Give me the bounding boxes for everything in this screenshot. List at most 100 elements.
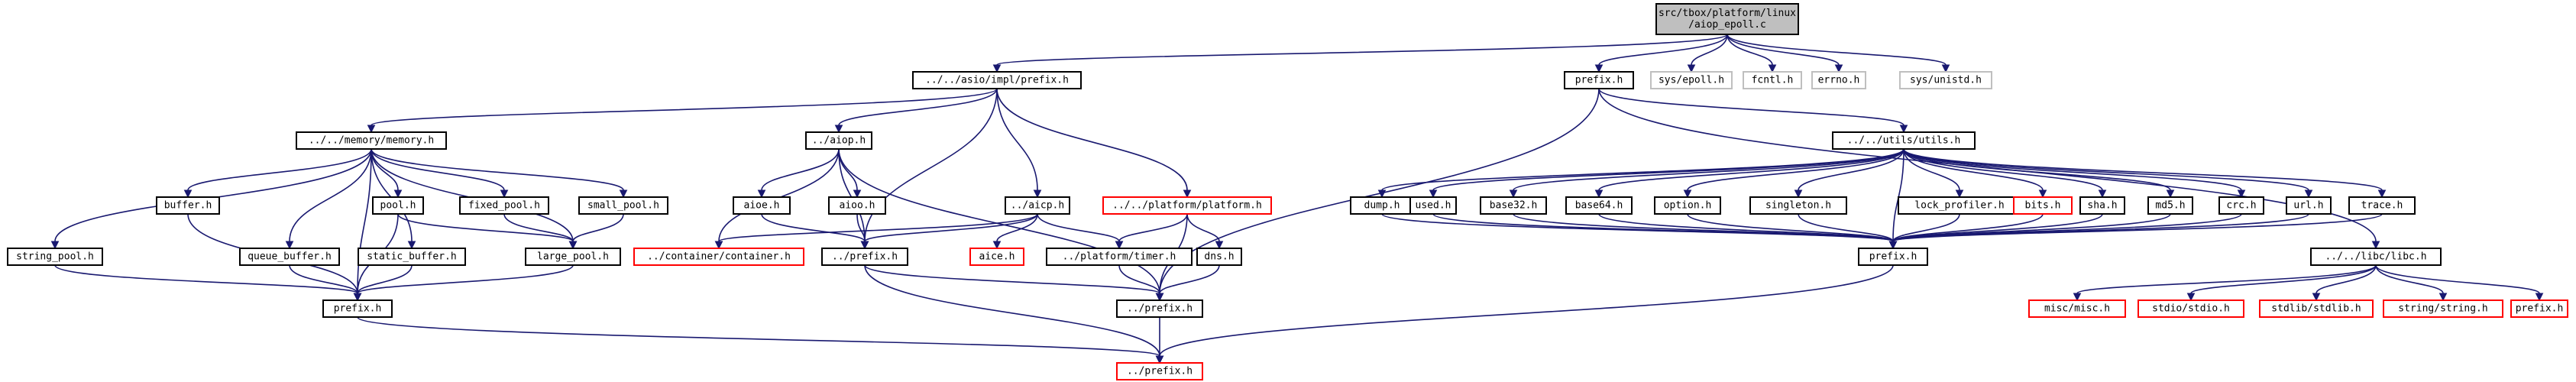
edge-line	[371, 148, 574, 242]
node-memory[interactable]: ../../memory/memory.h	[296, 131, 447, 150]
node-label: crc.h	[2226, 200, 2256, 212]
edge-line	[1892, 213, 2309, 242]
edge-arrowhead	[568, 241, 578, 250]
node-bits[interactable]: bits.h	[2013, 196, 2073, 215]
node-aioo[interactable]: aioo.h	[828, 196, 886, 215]
node-fcntl: fcntl.h	[1743, 71, 1802, 89]
edge-arrowhead	[285, 241, 294, 250]
edge-small_pool-to-large_pool	[568, 213, 624, 250]
edge-prefix_top-to-utils	[1598, 88, 1908, 134]
node-stdio[interactable]: stdio/stdio.h	[2137, 299, 2244, 318]
edge-utils-to-base32	[1509, 148, 1904, 199]
node-aioe[interactable]: aioe.h	[733, 196, 791, 215]
node-dns[interactable]: dns.h	[1196, 248, 1242, 266]
node-label: ../aiop.h	[812, 135, 866, 147]
node-crc[interactable]: crc.h	[2218, 196, 2264, 215]
edge-trace-to-utils_prefix	[1888, 213, 2383, 250]
node-trace[interactable]: trace.h	[2348, 196, 2416, 215]
edge-line	[838, 88, 998, 126]
node-label: md5.h	[2155, 200, 2185, 212]
node-prefix-top[interactable]: prefix.h	[1564, 71, 1634, 89]
node-mem-prefix[interactable]: prefix.h	[322, 299, 393, 318]
edge-line	[1727, 34, 1773, 66]
edge-line	[1892, 213, 2242, 242]
edge-line	[357, 316, 1160, 357]
edge-singleton-to-utils_prefix	[1798, 213, 1898, 250]
node-sha[interactable]: sha.h	[2079, 196, 2125, 215]
node-label: ../platform/timer.h	[1063, 251, 1176, 263]
edge-arrowhead	[367, 125, 376, 134]
node-queue-buffer[interactable]: queue_buffer.h	[239, 248, 340, 266]
edge-dump-to-utils_prefix	[1381, 213, 1898, 250]
edge-arrowhead	[2304, 189, 2313, 199]
node-container[interactable]: ../container/container.h	[633, 248, 804, 266]
node-large-pool[interactable]: large_pool.h	[525, 248, 621, 266]
edge-arrowhead	[393, 189, 403, 199]
node-small-pool[interactable]: small_pool.h	[578, 196, 668, 215]
edge-line	[996, 213, 1038, 242]
edge-asio_prefix-to-aiop	[834, 88, 998, 134]
node-label: string/string.h	[2398, 303, 2487, 315]
node-label: small_pool.h	[587, 200, 659, 212]
edge-line	[1159, 264, 1220, 294]
node-box	[1749, 196, 1847, 215]
node-stdlib[interactable]: stdlib/stdlib.h	[2259, 299, 2374, 318]
node-singleton[interactable]: singleton.h	[1749, 196, 1847, 215]
node-static-buffer[interactable]: static_buffer.h	[358, 248, 466, 266]
edge-asio_prefix-to-aicp	[996, 88, 1042, 199]
edge-arrowhead	[407, 241, 416, 250]
edge-utils-to-bits	[1903, 148, 2047, 199]
node-box	[1654, 196, 1721, 215]
edge-libc-to-stdlib	[2312, 264, 2377, 302]
node-plat-prefix[interactable]: ../prefix.h	[1116, 299, 1203, 318]
node-buffer[interactable]: buffer.h	[156, 196, 220, 215]
node-timer[interactable]: ../platform/timer.h	[1046, 248, 1193, 266]
edge-arrowhead	[1888, 241, 1898, 250]
node-md5[interactable]: md5.h	[2147, 196, 2193, 215]
node-url[interactable]: url.h	[2286, 196, 2332, 215]
edge-arrowhead	[853, 189, 862, 199]
edge-arrowhead	[2166, 189, 2175, 199]
edge-aicp-to-aice	[992, 213, 1038, 250]
edge-asio_prefix-to-memory	[367, 88, 998, 134]
node-final-prefix[interactable]: ../prefix.h	[1116, 362, 1203, 380]
node-fixed-pool[interactable]: fixed_pool.h	[459, 196, 549, 215]
node-label: fixed_pool.h	[468, 200, 540, 212]
edge-arrowhead	[50, 241, 60, 250]
node-string[interactable]: string/string.h	[2383, 299, 2503, 318]
node-option[interactable]: option.h	[1654, 196, 1721, 215]
edge-arrowhead	[1834, 64, 1843, 73]
node-utils-prefix[interactable]: prefix.h	[1858, 248, 1928, 266]
edge-line	[357, 264, 574, 294]
node-asio-prefix[interactable]: ../../asio/impl/prefix.h	[912, 71, 1082, 89]
edge-arrowhead	[1899, 125, 1908, 134]
node-lock-profiler[interactable]: lock_profiler.h	[1898, 196, 2021, 215]
node-used[interactable]: used.h	[1409, 196, 1457, 215]
node-aice[interactable]: aice.h	[969, 248, 1024, 266]
edge-utils-to-lock_profiler	[1903, 148, 1964, 199]
node-utils[interactable]: ../../utils/utils.h	[1832, 131, 1976, 150]
node-dump[interactable]: dump.h	[1350, 196, 1414, 215]
node-base32[interactable]: base32.h	[1480, 196, 1547, 215]
edge-line	[289, 264, 358, 294]
node-libc[interactable]: ../../libc/libc.h	[2310, 248, 2442, 266]
node-label: prefix.h	[1575, 75, 1623, 86]
node-string-pool[interactable]: string_pool.h	[7, 248, 103, 266]
node-misc[interactable]: misc/misc.h	[2028, 299, 2126, 318]
edge-asio_prefix-to-platform	[996, 88, 1192, 199]
edge-line	[1892, 213, 1960, 242]
edge-line	[1432, 148, 1904, 191]
node-root[interactable]: src/tbox/platform/linux/aiop_epoll.c	[1655, 3, 1799, 35]
edge-line	[996, 34, 1728, 66]
node-libc-prefix[interactable]: prefix.h	[2510, 299, 2568, 318]
node-platform[interactable]: ../../platform/platform.h	[1102, 196, 1272, 215]
node-box	[296, 131, 447, 150]
node-label: string_pool.h	[16, 251, 94, 263]
node-aiop[interactable]: ../aiop.h	[805, 131, 872, 150]
edge-line	[996, 88, 1038, 191]
node-pool[interactable]: pool.h	[372, 196, 424, 215]
node-base64[interactable]: base64.h	[1565, 196, 1633, 215]
node-aicp[interactable]: ../aicp.h	[1005, 196, 1070, 215]
node-dotdot-prefix[interactable]: ../prefix.h	[821, 248, 908, 266]
